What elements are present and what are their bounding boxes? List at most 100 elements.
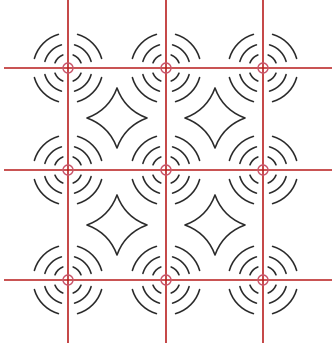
circle-arc bbox=[171, 55, 179, 63]
diamond-shape bbox=[185, 88, 245, 148]
circle-arc bbox=[176, 136, 200, 160]
circle-arc bbox=[143, 147, 160, 164]
circle-arc bbox=[45, 287, 62, 304]
circle-arc bbox=[55, 73, 63, 81]
circle-arc bbox=[75, 45, 92, 62]
circle-arc bbox=[78, 180, 102, 204]
circle-arc bbox=[268, 157, 276, 165]
circle-arc bbox=[173, 75, 190, 92]
circle-arc bbox=[132, 180, 156, 204]
circle-arc bbox=[273, 290, 297, 314]
circle-arc bbox=[229, 290, 253, 314]
circle-arc bbox=[78, 246, 102, 270]
circle-arc bbox=[229, 78, 253, 102]
circle-arc bbox=[34, 78, 58, 102]
circle-arc bbox=[273, 246, 297, 270]
circle-arc bbox=[78, 78, 102, 102]
circle-arc bbox=[240, 257, 257, 274]
circle-arc bbox=[176, 78, 200, 102]
circle-arc bbox=[75, 75, 92, 92]
circle-arc bbox=[250, 285, 258, 293]
circle-arc bbox=[73, 267, 81, 275]
circle-arc bbox=[240, 45, 257, 62]
circle-arc bbox=[75, 287, 92, 304]
circle-arc bbox=[270, 147, 287, 164]
circle-arc bbox=[132, 34, 156, 58]
circle-arc bbox=[268, 285, 276, 293]
circle-arc bbox=[55, 285, 63, 293]
circle-arc bbox=[176, 180, 200, 204]
circle-arc bbox=[176, 246, 200, 270]
circle-arc bbox=[270, 287, 287, 304]
circle-arc bbox=[34, 180, 58, 204]
circle-arc bbox=[270, 257, 287, 274]
circle-arc bbox=[153, 175, 161, 183]
circle-arc bbox=[273, 136, 297, 160]
circle-arc bbox=[45, 45, 62, 62]
circle-arc bbox=[171, 175, 179, 183]
circle-arc bbox=[270, 75, 287, 92]
circle-arc bbox=[143, 287, 160, 304]
circle-arc bbox=[73, 157, 81, 165]
circle-arc bbox=[273, 34, 297, 58]
circle-arc bbox=[250, 55, 258, 63]
circle-arc bbox=[240, 75, 257, 92]
circle-arc bbox=[34, 34, 58, 58]
circle-arc bbox=[143, 75, 160, 92]
circle-arc bbox=[45, 257, 62, 274]
circle-arc bbox=[273, 180, 297, 204]
circle-arc bbox=[143, 45, 160, 62]
circle-arc bbox=[45, 75, 62, 92]
guide-lines bbox=[4, 0, 332, 343]
circle-arc bbox=[273, 78, 297, 102]
circle-arc bbox=[55, 55, 63, 63]
circle-arc bbox=[176, 34, 200, 58]
circle-arc bbox=[75, 257, 92, 274]
circle-arc bbox=[73, 73, 81, 81]
circle-arc bbox=[240, 287, 257, 304]
circle-arc bbox=[173, 287, 190, 304]
circle-arc bbox=[171, 267, 179, 275]
circle-arc bbox=[173, 257, 190, 274]
circle-arc bbox=[132, 78, 156, 102]
circle-arc bbox=[55, 175, 63, 183]
circle-arc bbox=[45, 177, 62, 194]
diamond-shape bbox=[185, 195, 245, 255]
circle-arc bbox=[153, 285, 161, 293]
diamond-shape bbox=[87, 88, 147, 148]
circle-arc bbox=[73, 175, 81, 183]
circle-arc bbox=[270, 45, 287, 62]
circle-arc bbox=[250, 267, 258, 275]
circle-arc bbox=[73, 55, 81, 63]
circle-arc bbox=[34, 246, 58, 270]
circle-arc bbox=[153, 73, 161, 81]
circle-arc bbox=[173, 147, 190, 164]
circle-arc bbox=[78, 290, 102, 314]
circle-arc bbox=[34, 290, 58, 314]
circle-arc bbox=[268, 55, 276, 63]
circle-arc bbox=[229, 246, 253, 270]
circle-arc bbox=[173, 177, 190, 194]
circle-arc bbox=[171, 285, 179, 293]
circle-arc bbox=[171, 157, 179, 165]
circle-arc bbox=[250, 157, 258, 165]
circle-arc bbox=[75, 177, 92, 194]
circle-arc bbox=[240, 177, 257, 194]
circle-arc bbox=[34, 136, 58, 160]
circle-arc bbox=[75, 147, 92, 164]
circle-arc bbox=[55, 157, 63, 165]
circle-arc bbox=[153, 55, 161, 63]
circle-arc bbox=[229, 34, 253, 58]
circle-arc bbox=[176, 290, 200, 314]
circle-arc bbox=[78, 34, 102, 58]
diamond-shape bbox=[87, 195, 147, 255]
circle-arc bbox=[78, 136, 102, 160]
circle-arc bbox=[55, 267, 63, 275]
circle-arc bbox=[268, 73, 276, 81]
circle-arc bbox=[143, 257, 160, 274]
circle-arc bbox=[250, 175, 258, 183]
circle-arc bbox=[229, 136, 253, 160]
circle-arc bbox=[132, 136, 156, 160]
circle-arc bbox=[270, 177, 287, 194]
